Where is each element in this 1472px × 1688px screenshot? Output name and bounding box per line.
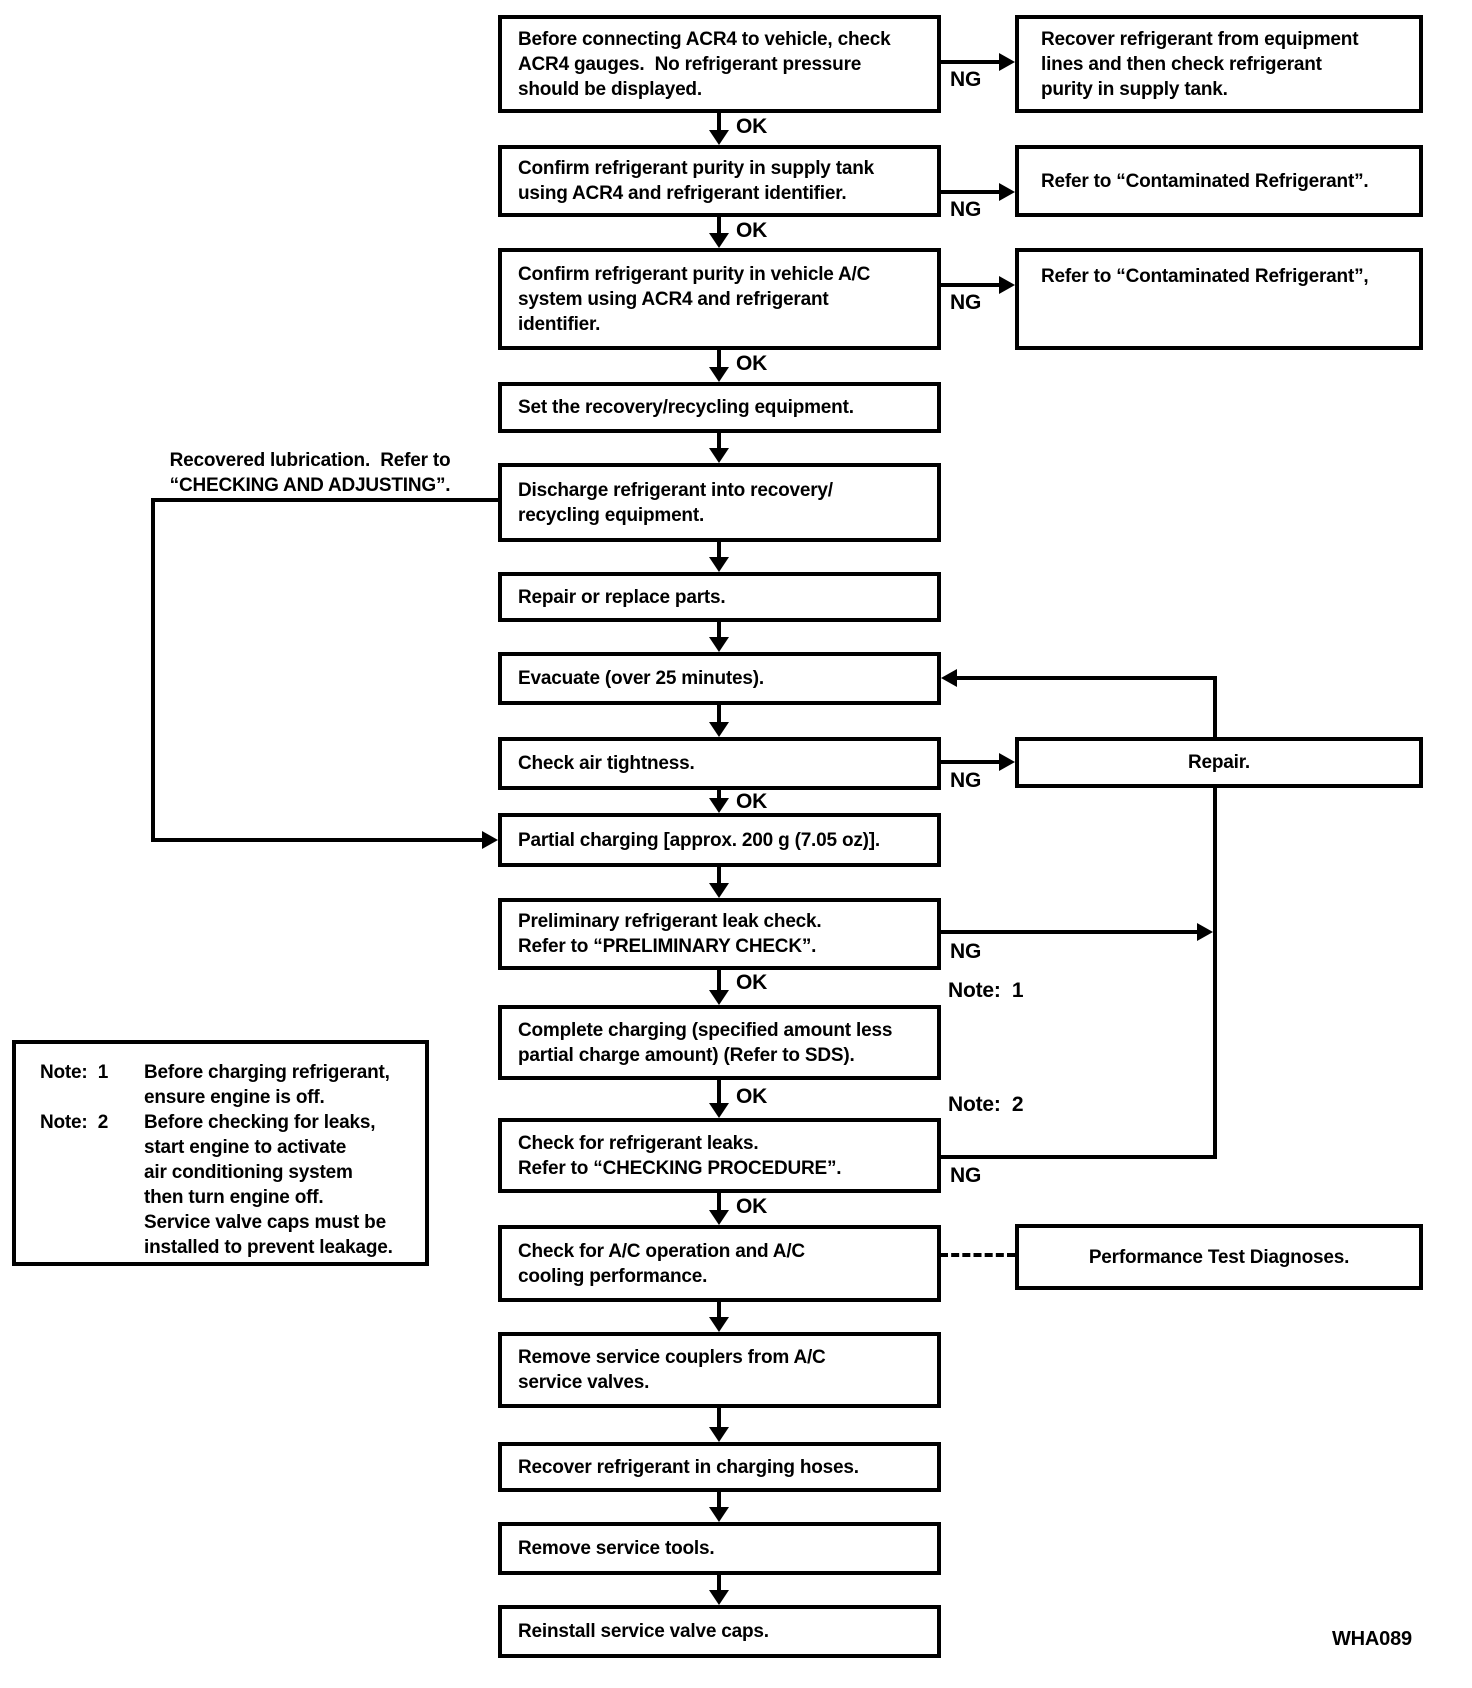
flow-connector-line (717, 215, 721, 236)
arrow-down-icon (709, 367, 729, 382)
arrow-down-icon (709, 1317, 729, 1332)
ng-label: NG (950, 940, 982, 963)
arrow-down-icon (709, 722, 729, 737)
ng-loop-line (938, 930, 1198, 934)
arrow-right-icon (999, 276, 1015, 294)
ok-label: OK (736, 790, 768, 813)
flow-box-repair-replace-parts: Repair or replace parts. (498, 572, 941, 622)
flow-box-reinstall-valve-caps: Reinstall service valve caps. (498, 1605, 941, 1658)
flow-connector-line (717, 703, 721, 725)
arrow-down-icon (709, 1590, 729, 1605)
ng-label: NG (950, 1164, 982, 1187)
ng-label: NG (950, 198, 982, 221)
arrow-down-icon (709, 883, 729, 898)
recovered-lubrication-note: Recovered lubrication. Refer to “CHECKIN… (169, 450, 451, 496)
arrow-down-icon (709, 637, 729, 652)
flow-connector-line (717, 431, 721, 451)
flow-connector-line (717, 788, 721, 801)
ng-connector-line (938, 283, 1000, 287)
arrow-left-icon (941, 669, 957, 687)
note1-label: Note: 1 (40, 1062, 109, 1083)
note1-text: Before charging refrigerant, ensure engi… (144, 1062, 390, 1108)
ng-label: NG (950, 291, 982, 314)
flow-box-discharge-refrigerant: Discharge refrigerant into recovery/ rec… (498, 463, 941, 542)
arrow-down-icon (709, 233, 729, 248)
arrow-right-icon (482, 831, 498, 849)
loop-feedback-line (955, 676, 1217, 680)
lubrication-path-line (151, 838, 483, 842)
ok-label: OK (736, 352, 768, 375)
ng-connector-line (938, 760, 1000, 764)
flow-box-complete-charging: Complete charging (specified amount less… (498, 1005, 941, 1080)
arrow-down-icon (709, 448, 729, 463)
ng-connector-line (938, 60, 1000, 64)
ng-label: NG (950, 68, 982, 91)
flow-connector-line (717, 968, 721, 993)
flow-connector-line (717, 1406, 721, 1430)
arrow-right-icon (999, 183, 1015, 201)
flow-box-set-equipment: Set the recovery/recycling equipment. (498, 382, 941, 433)
flow-connector-line (717, 1300, 721, 1320)
lubrication-path-line (151, 498, 498, 502)
arrow-down-icon (709, 557, 729, 572)
flow-connector-line (717, 1573, 721, 1593)
flow-box-evacuate: Evacuate (over 25 minutes). (498, 652, 941, 705)
note2-label: Note: 2 (40, 1112, 109, 1133)
arrow-down-icon (709, 1210, 729, 1225)
arrow-right-icon (999, 53, 1015, 71)
ok-label: OK (736, 219, 768, 242)
flow-box-recover-hoses: Recover refrigerant in charging hoses. (498, 1442, 941, 1492)
arrow-down-icon (709, 130, 729, 145)
flow-box-check-acr4-gauges: Before connecting ACR4 to vehicle, check… (498, 15, 941, 113)
note2-text: Before checking for leaks, start engine … (144, 1112, 393, 1258)
flow-box-confirm-vehicle-ac: Confirm refrigerant purity in vehicle A/… (498, 248, 941, 350)
flow-box-confirm-supply-tank: Confirm refrigerant purity in supply tan… (498, 145, 941, 217)
flow-connector-line (717, 620, 721, 640)
flow-box-remove-service-tools: Remove service tools. (498, 1522, 941, 1575)
ok-label: OK (736, 971, 768, 994)
flow-connector-line (717, 1490, 721, 1510)
arrow-down-icon (709, 1103, 729, 1118)
side-box-performance-test-diagnoses: Performance Test Diagnoses. (1015, 1224, 1423, 1290)
ok-label: OK (736, 1085, 768, 1108)
figure-code: WHA089 (1332, 1628, 1412, 1650)
dashed-connector-line (940, 1253, 1015, 1257)
side-box-repair: Repair. (1015, 737, 1423, 788)
note2-ref-label: Note: 2 (948, 1093, 1024, 1116)
arrow-right-icon (999, 753, 1015, 771)
loop-vertical-line (1213, 788, 1217, 1159)
flow-connector-line (717, 540, 721, 560)
ok-label: OK (736, 115, 768, 138)
flow-box-check-air-tightness: Check air tightness. (498, 737, 941, 790)
note-row-2: Note: 2 Before checking for leaks, start… (40, 1110, 417, 1260)
flow-connector-line (717, 1191, 721, 1213)
ok-label: OK (736, 1195, 768, 1218)
flow-connector-line (717, 865, 721, 886)
flow-box-preliminary-leak-check: Preliminary refrigerant leak check. Refe… (498, 898, 941, 970)
side-box-contaminated-refrigerant-1: Refer to “Contaminated Refrigerant”. (1015, 145, 1423, 217)
ng-connector-line (938, 190, 1000, 194)
flow-connector-line (717, 1078, 721, 1106)
side-box-recover-equipment-lines: Recover refrigerant from equipment lines… (1015, 15, 1423, 113)
arrow-down-icon (709, 1427, 729, 1442)
arrow-right-icon (1197, 923, 1213, 941)
loop-vertical-line (1213, 676, 1217, 737)
flow-connector-line (717, 111, 721, 133)
flow-box-check-refrigerant-leaks: Check for refrigerant leaks. Refer to “C… (498, 1118, 941, 1193)
arrow-down-icon (709, 798, 729, 813)
flow-box-remove-couplers: Remove service couplers from A/C service… (498, 1332, 941, 1408)
arrow-down-icon (709, 990, 729, 1005)
ng-label: NG (950, 769, 982, 792)
flow-connector-line (717, 348, 721, 370)
ng-loop-line (938, 1155, 1217, 1159)
side-box-contaminated-refrigerant-2: Refer to “Contaminated Refrigerant”, (1015, 248, 1423, 350)
arrow-down-icon (709, 1507, 729, 1522)
flow-box-check-ac-operation: Check for A/C operation and A/C cooling … (498, 1225, 941, 1302)
note1-ref-label: Note: 1 (948, 979, 1024, 1002)
notes-box: Note: 1 Before charging refrigerant, ens… (12, 1040, 429, 1266)
lubrication-path-line (151, 498, 155, 842)
note-row-1: Note: 1 Before charging refrigerant, ens… (40, 1060, 417, 1110)
flow-box-partial-charging: Partial charging [approx. 200 g (7.05 oz… (498, 813, 941, 867)
